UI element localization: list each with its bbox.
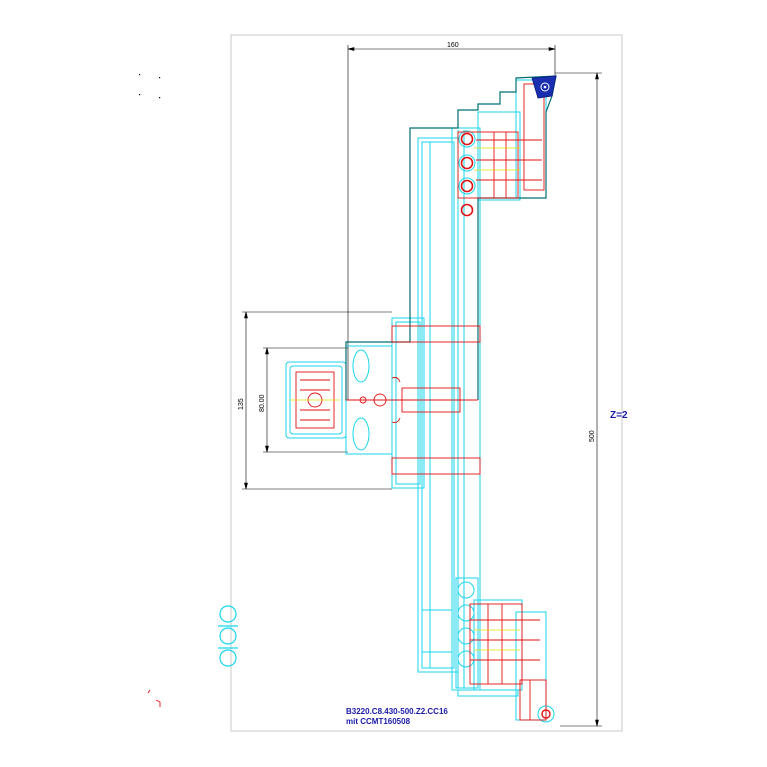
stray-marks	[139, 74, 161, 99]
dim-top-width: 160	[447, 42, 459, 49]
dim-hub-outer: 135	[238, 398, 245, 410]
construction-red	[147, 83, 551, 721]
sheet-frame	[230, 34, 623, 732]
dimension-lines	[242, 45, 602, 727]
dim-hub-inner: 80.00	[259, 394, 266, 412]
outer-profile	[345, 75, 557, 400]
construction-yellow	[290, 147, 520, 651]
part-number-label: B3220.C8.430-500.Z2.CC16	[346, 707, 448, 716]
tool-body	[285, 79, 555, 723]
teeth-count-label: Z=2	[610, 410, 628, 421]
insert-icon	[531, 75, 557, 99]
detail-circles	[218, 605, 238, 667]
insert-spec-label: mit CCMT160508	[346, 717, 411, 726]
dim-height-total: 500	[589, 430, 596, 442]
